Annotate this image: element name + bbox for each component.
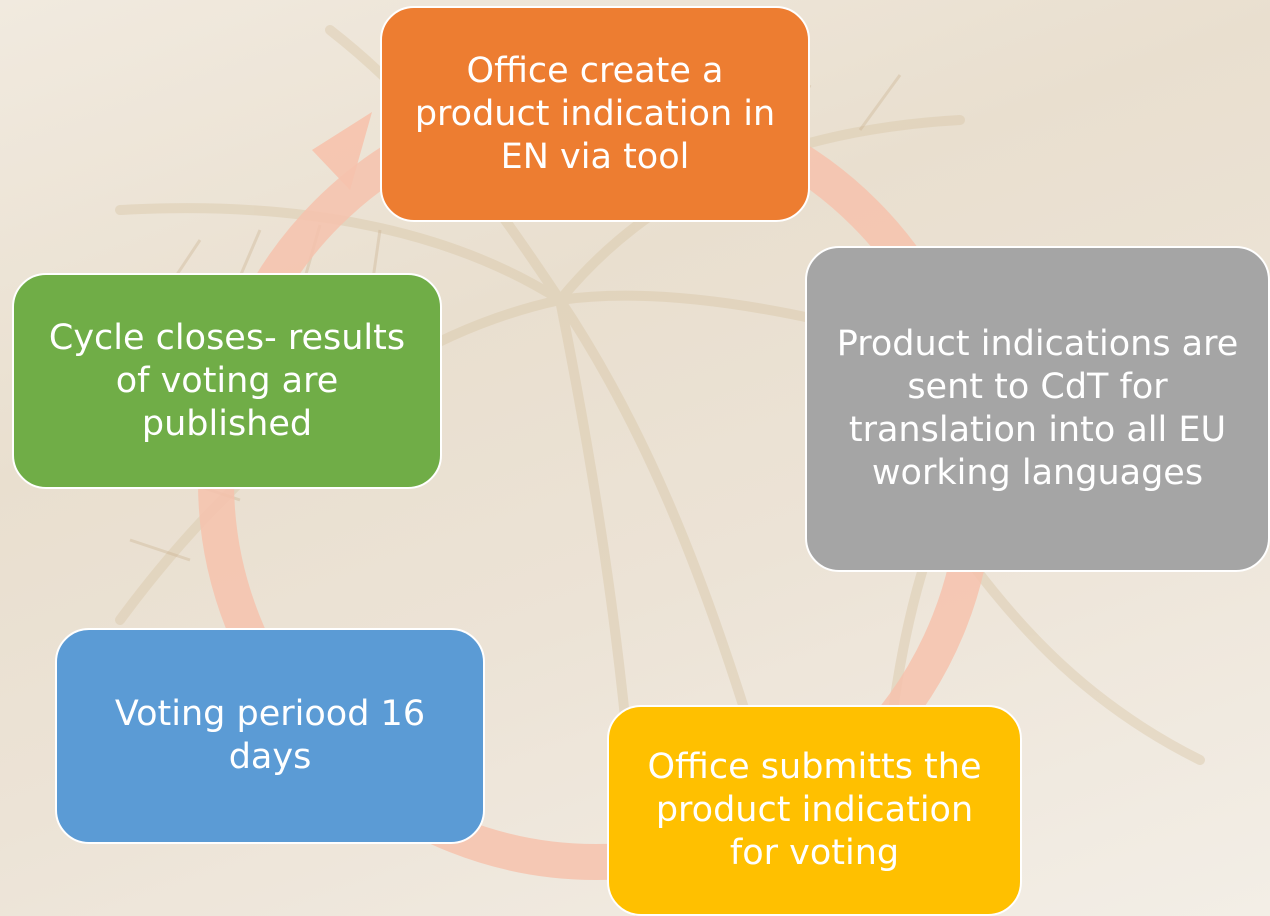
step-create-product-indication: Office create a product indication in EN…: [380, 6, 810, 222]
step-send-to-cdt-translation: Product indications are sent to CdT for …: [805, 246, 1270, 572]
step-cycle-closes: Cycle closes- results of voting are publ…: [12, 273, 442, 489]
step-submit-for-voting: Office submitts the product indication f…: [607, 705, 1022, 916]
step-voting-period: Voting periood 16 days: [55, 628, 485, 844]
